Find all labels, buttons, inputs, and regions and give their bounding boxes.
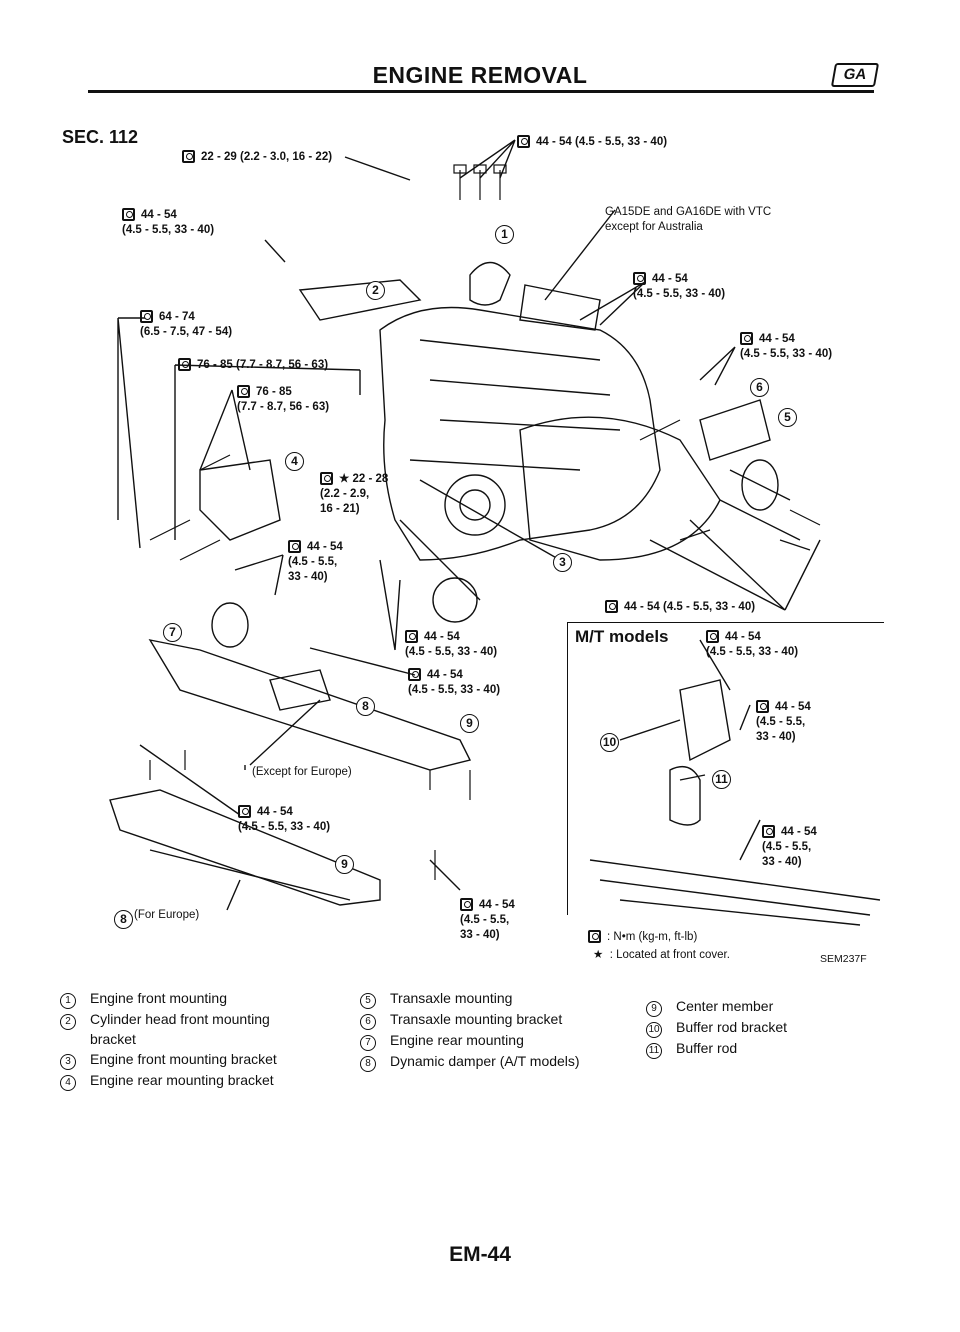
torque-wrench-icon [178, 358, 191, 371]
figure-code: SEM237F [820, 953, 867, 965]
torque-wrench-icon [408, 668, 421, 681]
callout-11: 11 [712, 770, 731, 789]
callout-9: 9 [335, 855, 354, 874]
torque-wrench-icon [320, 472, 333, 485]
section-number: SEC. 112 [62, 127, 139, 147]
torque-wrench-icon [762, 825, 775, 838]
torque-label: 22 - 29 (2.2 - 3.0, 16 - 22) [182, 150, 332, 165]
torque-wrench-icon [605, 600, 618, 613]
torque-label: 44 - 54 (4.5 - 5.5, 33 - 40) [740, 332, 833, 360]
torque-label: ★ 22 - 28 (2.2 - 2.9, 16 - 21) [320, 472, 389, 515]
torque-wrench-icon [238, 805, 251, 818]
torque-label: 64 - 74 (6.5 - 7.5, 47 - 54) [140, 310, 233, 338]
callout-1: 1 [495, 225, 514, 244]
callout-8: 8 [114, 910, 133, 929]
torque-wrench-icon [517, 135, 530, 148]
torque-label: 44 - 54 (4.5 - 5.5, 33 - 40) [633, 272, 726, 300]
callout-6: 6 [750, 378, 769, 397]
torque-wrench-icon [588, 930, 601, 943]
torque-wrench-icon [756, 700, 769, 713]
callout-7: 7 [163, 623, 182, 642]
torque-wrench-icon [633, 272, 646, 285]
torque-label: 44 - 54 (4.5 - 5.5, 33 - 40) [706, 630, 799, 658]
torque-label: 44 - 54 (4.5 - 5.5, 33 - 40) [517, 135, 667, 150]
callout-10: 10 [600, 733, 619, 752]
torque-label: 44 - 54 (4.5 - 5.5, 33 - 40) [405, 630, 498, 658]
torque-wrench-icon [140, 310, 153, 323]
callout-5: 5 [778, 408, 797, 427]
torque-wrench-icon [237, 385, 250, 398]
torque-label: 44 - 54 (4.5 - 5.5, 33 - 40) [238, 805, 331, 833]
page-number: EM-44 [449, 1243, 511, 1266]
vtc-note: GA15DE and GA16DE with VTC except for Au… [605, 206, 772, 233]
page-title: ENGINE REMOVAL [372, 62, 588, 88]
torque-label: 44 - 54 (4.5 - 5.5, 33 - 40) [460, 898, 515, 941]
torque-label: 76 - 85 (7.7 - 8.7, 56 - 63) [237, 385, 330, 413]
torque-wrench-icon [288, 540, 301, 553]
torque-wrench-icon [405, 630, 418, 643]
for-europe-note: (For Europe) [134, 909, 200, 921]
torque-wrench-icon [740, 332, 753, 345]
torque-label: 44 - 54 (4.5 - 5.5, 33 - 40) [605, 600, 755, 615]
callout-2: 2 [366, 281, 385, 300]
torque-wrench-icon [122, 208, 135, 221]
torque-label: 76 - 85 (7.7 - 8.7, 56 - 63) [178, 358, 328, 373]
torque-label: 44 - 54 (4.5 - 5.5, 33 - 40) [762, 825, 817, 868]
front-cover-note: ★ : Located at front cover. [593, 949, 730, 961]
torque-wrench-icon [182, 150, 195, 163]
torque-label: 44 - 54 (4.5 - 5.5, 33 - 40) [288, 540, 343, 583]
callout-8: 8 [356, 697, 375, 716]
torque-wrench-icon [460, 898, 473, 911]
unit-note: : N•m (kg-m, ft-lb) [588, 930, 697, 945]
mt-models-box [567, 622, 884, 915]
callout-4: 4 [285, 452, 304, 471]
torque-wrench-icon [706, 630, 719, 643]
mt-models-heading: M/T models [575, 627, 669, 646]
torque-label: 44 - 54 (4.5 - 5.5, 33 - 40) [408, 668, 501, 696]
callout-9: 9 [460, 714, 479, 733]
title-rule [88, 90, 874, 93]
torque-label: 44 - 54 (4.5 - 5.5, 33 - 40) [122, 208, 215, 236]
torque-label: 44 - 54 (4.5 - 5.5, 33 - 40) [756, 700, 811, 743]
except-europe-note: (Except for Europe) [252, 766, 352, 778]
callout-3: 3 [553, 553, 572, 572]
